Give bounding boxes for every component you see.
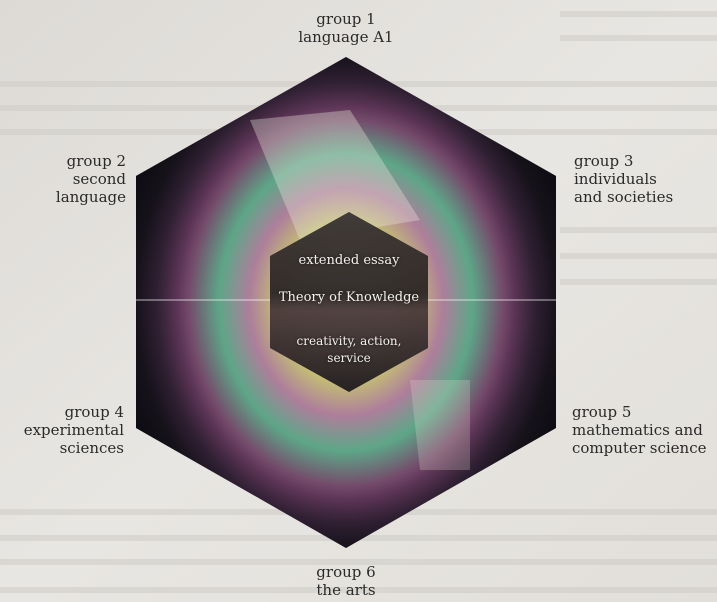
group1-name: language A1 [291, 28, 401, 46]
group3-name-line2: and societies [574, 188, 714, 206]
group6-label: group 6 the arts [296, 563, 396, 599]
group4-name-line1: experimental [2, 421, 124, 439]
group5-label: group 5 mathematics and computer science [572, 403, 717, 457]
group5-number: group 5 [572, 403, 717, 421]
group4-name-line2: sciences [2, 439, 124, 457]
group4-number: group 4 [2, 403, 124, 421]
core-creativity-action: creativity, action, [279, 334, 419, 348]
group1-label: group 1 language A1 [291, 10, 401, 46]
light-streak-lower [410, 380, 470, 470]
group5-name-line1: mathematics and [572, 421, 717, 439]
group6-name: the arts [296, 581, 396, 599]
group1-number: group 1 [291, 10, 401, 28]
group5-name-line2: computer science [572, 439, 717, 457]
group4-label: group 4 experimental sciences [2, 403, 124, 457]
group3-label: group 3 individuals and societies [574, 152, 714, 206]
core-service: service [299, 351, 399, 365]
group2-name-line2: language [20, 188, 126, 206]
group6-number: group 6 [296, 563, 396, 581]
core-extended-essay: extended essay [279, 253, 419, 268]
group2-number: group 2 [20, 152, 126, 170]
group2-label: group 2 second language [20, 152, 126, 206]
group3-number: group 3 [574, 152, 714, 170]
core-theory-of-knowledge: Theory of Knowledge [262, 290, 436, 305]
group2-name-line1: second [20, 170, 126, 188]
group3-name-line1: individuals [574, 170, 714, 188]
